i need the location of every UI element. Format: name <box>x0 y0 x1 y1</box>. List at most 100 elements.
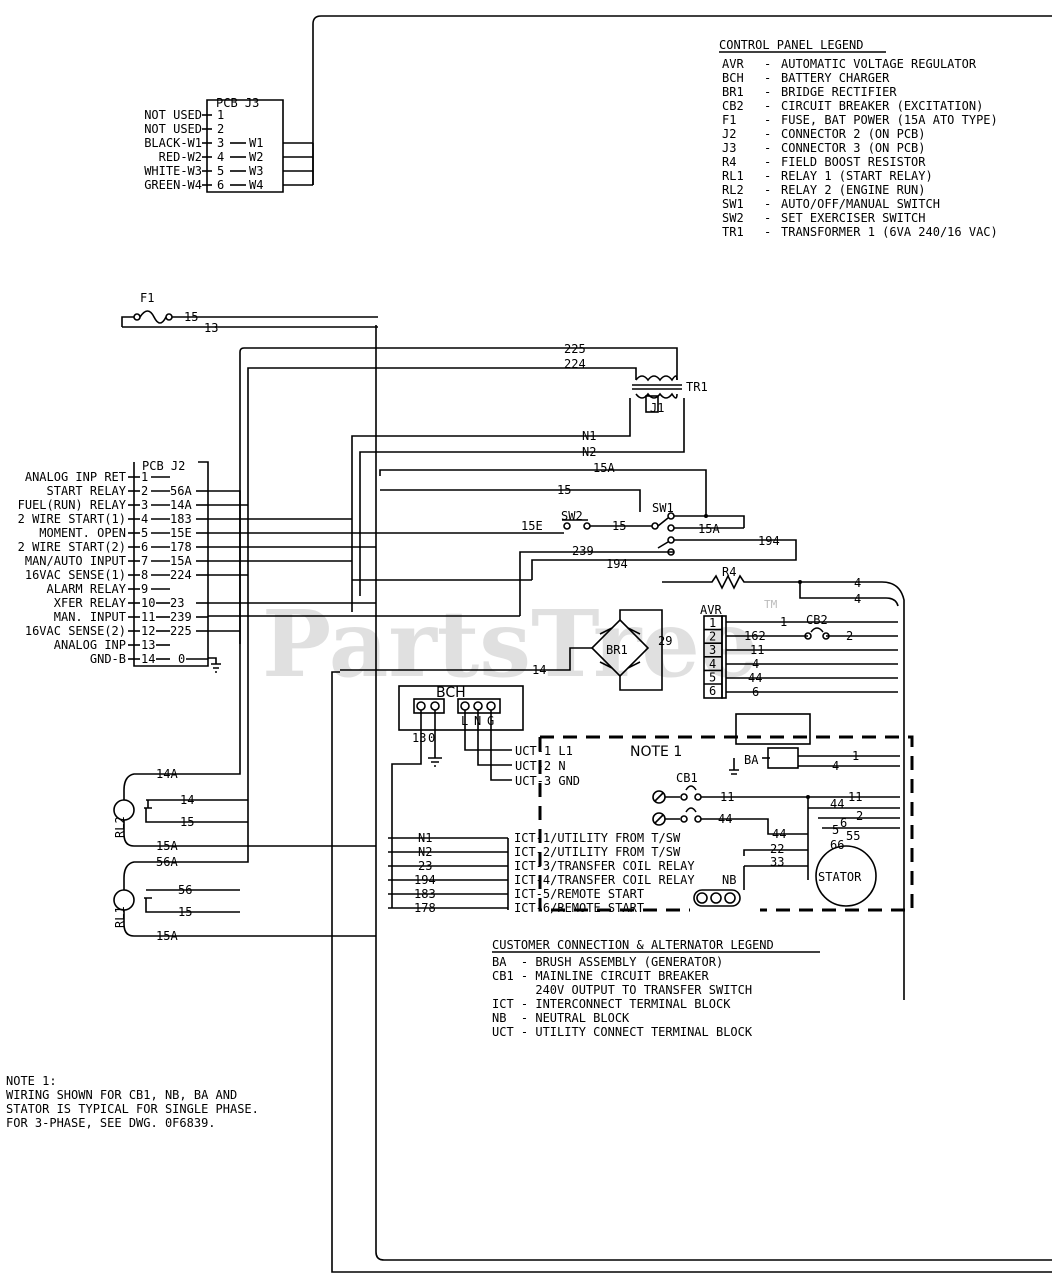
j2-pin-num: 9 <box>141 582 148 596</box>
avr-pin-num: 6 <box>709 684 716 698</box>
svg-text:14: 14 <box>180 793 194 807</box>
j3-pin-num: 3 <box>217 136 224 150</box>
j2-wire-label: 183 <box>170 512 192 526</box>
legend-dash: - <box>764 225 771 239</box>
svg-text:NB: NB <box>722 873 736 887</box>
svg-text:44: 44 <box>830 797 844 811</box>
outer-frame-inner-bottom <box>375 325 1052 1261</box>
svg-text:NB - NEUTRAL BLOCK: NB - NEUTRAL BLOCK <box>492 1011 630 1025</box>
j2-wire-label: 23 <box>170 596 184 610</box>
j2-pin-num: 14 <box>141 652 155 666</box>
svg-text:194: 194 <box>414 873 436 887</box>
svg-text:4: 4 <box>854 592 861 606</box>
j3-pin-name: NOT USED <box>144 108 202 122</box>
j2-wire-label: 15E <box>170 526 192 540</box>
j2-pin-num: 4 <box>141 512 148 526</box>
j2-pin-name: XFER RELAY <box>54 596 127 610</box>
avr-pin-num: 5 <box>709 670 716 684</box>
transformer-tr1: TR1 225 224 N1 N2 J1 <box>239 342 708 696</box>
svg-text:4: 4 <box>752 657 759 671</box>
legend-dash: - <box>764 71 771 85</box>
svg-text:13: 13 <box>412 731 426 745</box>
svg-text:5: 5 <box>832 823 839 837</box>
f1-label: F1 <box>140 291 154 305</box>
svg-text:11: 11 <box>720 790 734 804</box>
avr-pin-num: 1 <box>709 616 716 630</box>
j2-pin-num: 13 <box>141 638 155 652</box>
control-legend-title: CONTROL PANEL LEGEND <box>719 38 864 52</box>
j2-pin-name: 2 WIRE START(1) <box>18 512 126 526</box>
j2-wire-label: 14A <box>170 498 192 512</box>
j2-wire-label: 56A <box>170 484 192 498</box>
svg-text:15: 15 <box>178 905 192 919</box>
svg-text:29: 29 <box>658 634 672 648</box>
legend-desc: BATTERY CHARGER <box>781 71 890 85</box>
svg-text:RL2: RL2 <box>113 816 127 838</box>
svg-text:15: 15 <box>612 519 626 533</box>
legend-desc: TRANSFORMER 1 (6VA 240/16 VAC) <box>781 225 998 239</box>
svg-text:N2: N2 <box>582 445 596 459</box>
svg-text:13: 13 <box>204 321 218 335</box>
legend-dash: - <box>764 211 771 225</box>
j3-wire-label: W2 <box>249 150 263 164</box>
svg-text:CB1: CB1 <box>676 771 698 785</box>
j3-pin-num: 6 <box>217 178 224 192</box>
svg-text:15A: 15A <box>156 839 178 853</box>
j2-pin-name: ALARM RELAY <box>47 582 127 596</box>
j2-pin-name: MAN/AUTO INPUT <box>25 554 126 568</box>
svg-text:44: 44 <box>772 827 786 841</box>
j2-pin-num: 7 <box>141 554 148 568</box>
j2-pin-num: 3 <box>141 498 148 512</box>
legend-dash: - <box>764 127 771 141</box>
svg-text:STATOR: STATOR <box>818 870 862 884</box>
j2-pin-num: 6 <box>141 540 148 554</box>
j3-pin-name: WHITE-W3 <box>144 164 202 178</box>
battery-charger-bch: BCH L N G 13 0 <box>391 685 524 908</box>
j2-wire-label: 225 <box>170 624 192 638</box>
j3-pin-num: 2 <box>217 122 224 136</box>
legend-code: BR1 <box>722 85 744 99</box>
j2-pin-num: 8 <box>141 568 148 582</box>
j3-pin-num: 1 <box>217 108 224 122</box>
svg-text:4: 4 <box>832 759 839 773</box>
customer-connection-legend: CUSTOMER CONNECTION & ALTERNATOR LEGEND … <box>492 938 820 1039</box>
watermark-tm: TM <box>764 598 778 611</box>
j2-wire-label: 15A <box>170 554 192 568</box>
svg-text:UCT-3 GND: UCT-3 GND <box>515 774 580 788</box>
svg-text:225: 225 <box>564 342 586 356</box>
j3-bus <box>283 142 314 186</box>
svg-text:ICT-3/TRANSFER COIL RELAY: ICT-3/TRANSFER COIL RELAY <box>514 859 695 873</box>
svg-text:J1: J1 <box>650 401 664 415</box>
j2-pin-name: GND-B <box>90 652 126 666</box>
svg-text:15A: 15A <box>593 461 615 475</box>
svg-text:NOTE 1:: NOTE 1: <box>6 1074 57 1088</box>
note1-box: NOTE 1 UCT-1 L1 UCT-2 N UCT-3 GND BA 1 4… <box>515 713 914 912</box>
legend-code: RL2 <box>722 183 744 197</box>
svg-text:0: 0 <box>428 731 435 745</box>
customer-legend-title: CUSTOMER CONNECTION & ALTERNATOR LEGEND <box>492 938 774 952</box>
legend-desc: AUTOMATIC VOLTAGE REGULATOR <box>781 57 977 71</box>
svg-text:TR1: TR1 <box>686 380 708 394</box>
svg-text:44: 44 <box>748 671 762 685</box>
svg-text:15: 15 <box>184 310 198 324</box>
legend-code: TR1 <box>722 225 744 239</box>
svg-text:14A: 14A <box>156 767 178 781</box>
svg-text:RL1: RL1 <box>113 906 127 928</box>
j2-pin-name: 2 WIRE START(2) <box>18 540 126 554</box>
svg-text:240V OUTPUT TO TRANSFER SWITCH: 240V OUTPUT TO TRANSFER SWITCH <box>492 983 752 997</box>
svg-text:R4: R4 <box>722 565 736 579</box>
svg-text:N1: N1 <box>418 831 432 845</box>
j3-pin-num: 4 <box>217 150 224 164</box>
svg-text:NOTE 1: NOTE 1 <box>630 744 682 760</box>
legend-code: SW1 <box>722 197 744 211</box>
legend-dash: - <box>764 183 771 197</box>
legend-desc: CIRCUIT BREAKER (EXCITATION) <box>781 99 983 113</box>
j2-bus <box>208 490 376 644</box>
legend-desc: SET EXERCISER SWITCH <box>781 211 926 225</box>
svg-text:56: 56 <box>178 883 192 897</box>
fuse-f1: F1 15 13 <box>121 291 378 335</box>
legend-code: F1 <box>722 113 736 127</box>
